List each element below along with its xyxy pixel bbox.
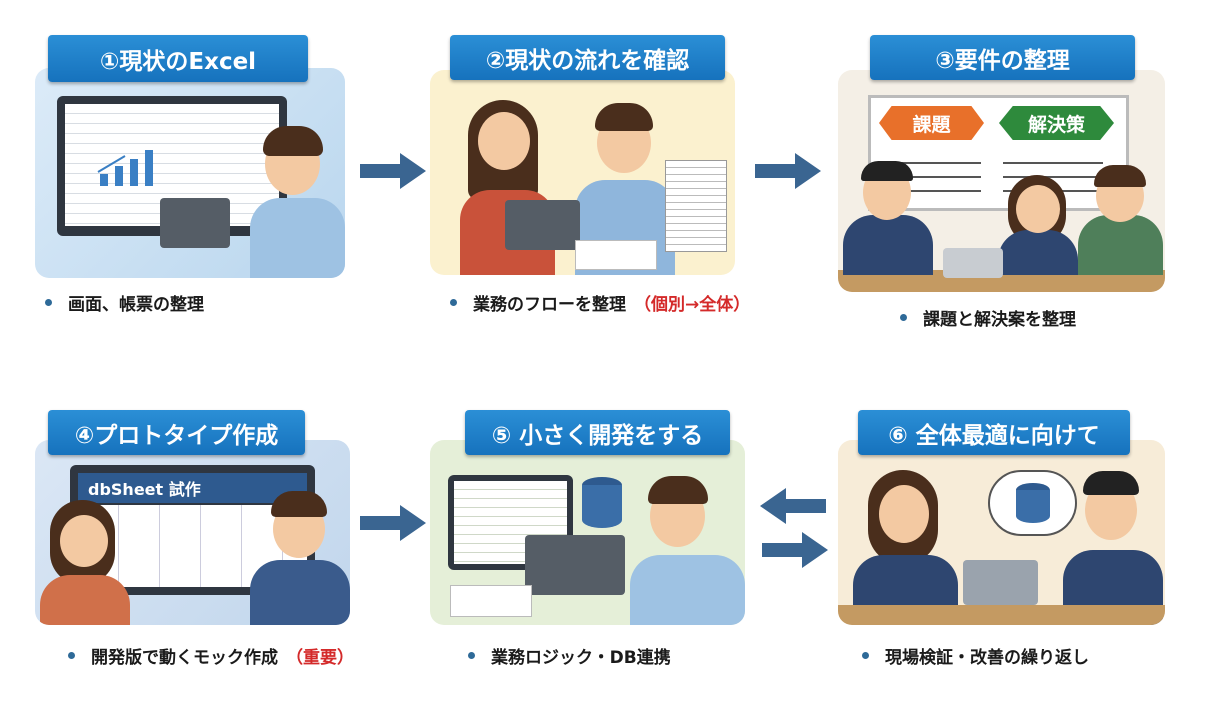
monitor — [57, 96, 287, 236]
person-man — [245, 485, 350, 625]
step5-illustration — [430, 440, 745, 625]
step1-illustration — [35, 68, 345, 278]
arrow-right-icon — [360, 505, 426, 541]
document-stack — [665, 160, 727, 252]
step5-title: ⑤ 小さく開発をする — [465, 410, 730, 455]
bullet-icon — [900, 314, 907, 321]
bullet-icon — [450, 299, 457, 306]
step6-caption: 現場検証・改善の繰り返し — [862, 643, 1089, 668]
screen-header: dbSheet 試作 — [78, 473, 307, 503]
caption-text: 業務ロジック・DB連携 — [491, 648, 671, 668]
database-icon — [582, 477, 622, 528]
step3-title: ③要件の整理 — [870, 35, 1135, 80]
caption-text: 現場検証・改善の繰り返し — [885, 648, 1089, 668]
bullet-icon — [468, 652, 475, 659]
step3-illustration: 課題 解決策 — [838, 70, 1165, 292]
caption-text: 開発版で動くモック作成 — [91, 648, 278, 668]
step2-title: ②現状の流れを確認 — [450, 35, 725, 80]
person-woman — [853, 470, 958, 625]
laptop — [525, 535, 625, 595]
arrow-right-icon — [360, 153, 426, 189]
caption-highlight: （重要） — [286, 648, 354, 668]
step6-title: ⑥ 全体最適に向けて — [858, 410, 1130, 455]
laptop — [963, 560, 1038, 605]
table — [838, 270, 1165, 292]
bullet-icon — [862, 652, 869, 659]
step1-caption: 画面、帳票の整理 — [45, 290, 204, 315]
document — [450, 585, 532, 617]
person-man-glasses — [843, 161, 933, 275]
caption-text: 画面、帳票の整理 — [68, 295, 204, 315]
arrow-right-icon — [762, 532, 828, 568]
bullet-icon — [68, 652, 75, 659]
caption-text: 業務のフローを整理 — [473, 295, 626, 315]
step4-illustration: dbSheet 試作 — [35, 440, 350, 625]
step3-caption: 課題と解決案を整理 — [900, 305, 1076, 330]
caption-highlight: （個別→全体） — [634, 295, 751, 315]
person-woman — [35, 500, 135, 625]
step2-illustration — [430, 70, 735, 275]
person-man — [1063, 465, 1163, 625]
person-man — [570, 85, 680, 275]
solution-label: 解決策 — [999, 106, 1114, 140]
bullet-icon — [45, 299, 52, 306]
arrow-left-icon — [760, 488, 826, 524]
person — [230, 118, 345, 278]
laptop — [943, 248, 1003, 278]
bar-chart-icon — [97, 150, 153, 186]
step5-caption: 業務ロジック・DB連携 — [468, 643, 671, 668]
step4-title: ④プロトタイプ作成 — [48, 410, 305, 455]
laptop — [505, 200, 580, 250]
person-woman — [998, 175, 1078, 275]
step4-caption: 開発版で動くモック作成 （重要） — [68, 643, 354, 668]
table — [838, 605, 1165, 625]
person-man — [1078, 165, 1163, 275]
database-icon — [1016, 483, 1050, 523]
person-man — [620, 470, 745, 625]
caption-text: 課題と解決案を整理 — [923, 310, 1076, 330]
step2-caption: 業務のフローを整理 （個別→全体） — [450, 290, 750, 315]
step1-title: ①現状のExcel — [48, 35, 308, 82]
speech-bubble — [988, 470, 1077, 536]
step6-illustration — [838, 440, 1165, 625]
laptop — [160, 198, 230, 248]
prototype-screen — [78, 505, 307, 587]
arrow-right-icon — [755, 153, 821, 189]
flow-document — [575, 240, 657, 270]
issue-label: 課題 — [879, 106, 984, 140]
